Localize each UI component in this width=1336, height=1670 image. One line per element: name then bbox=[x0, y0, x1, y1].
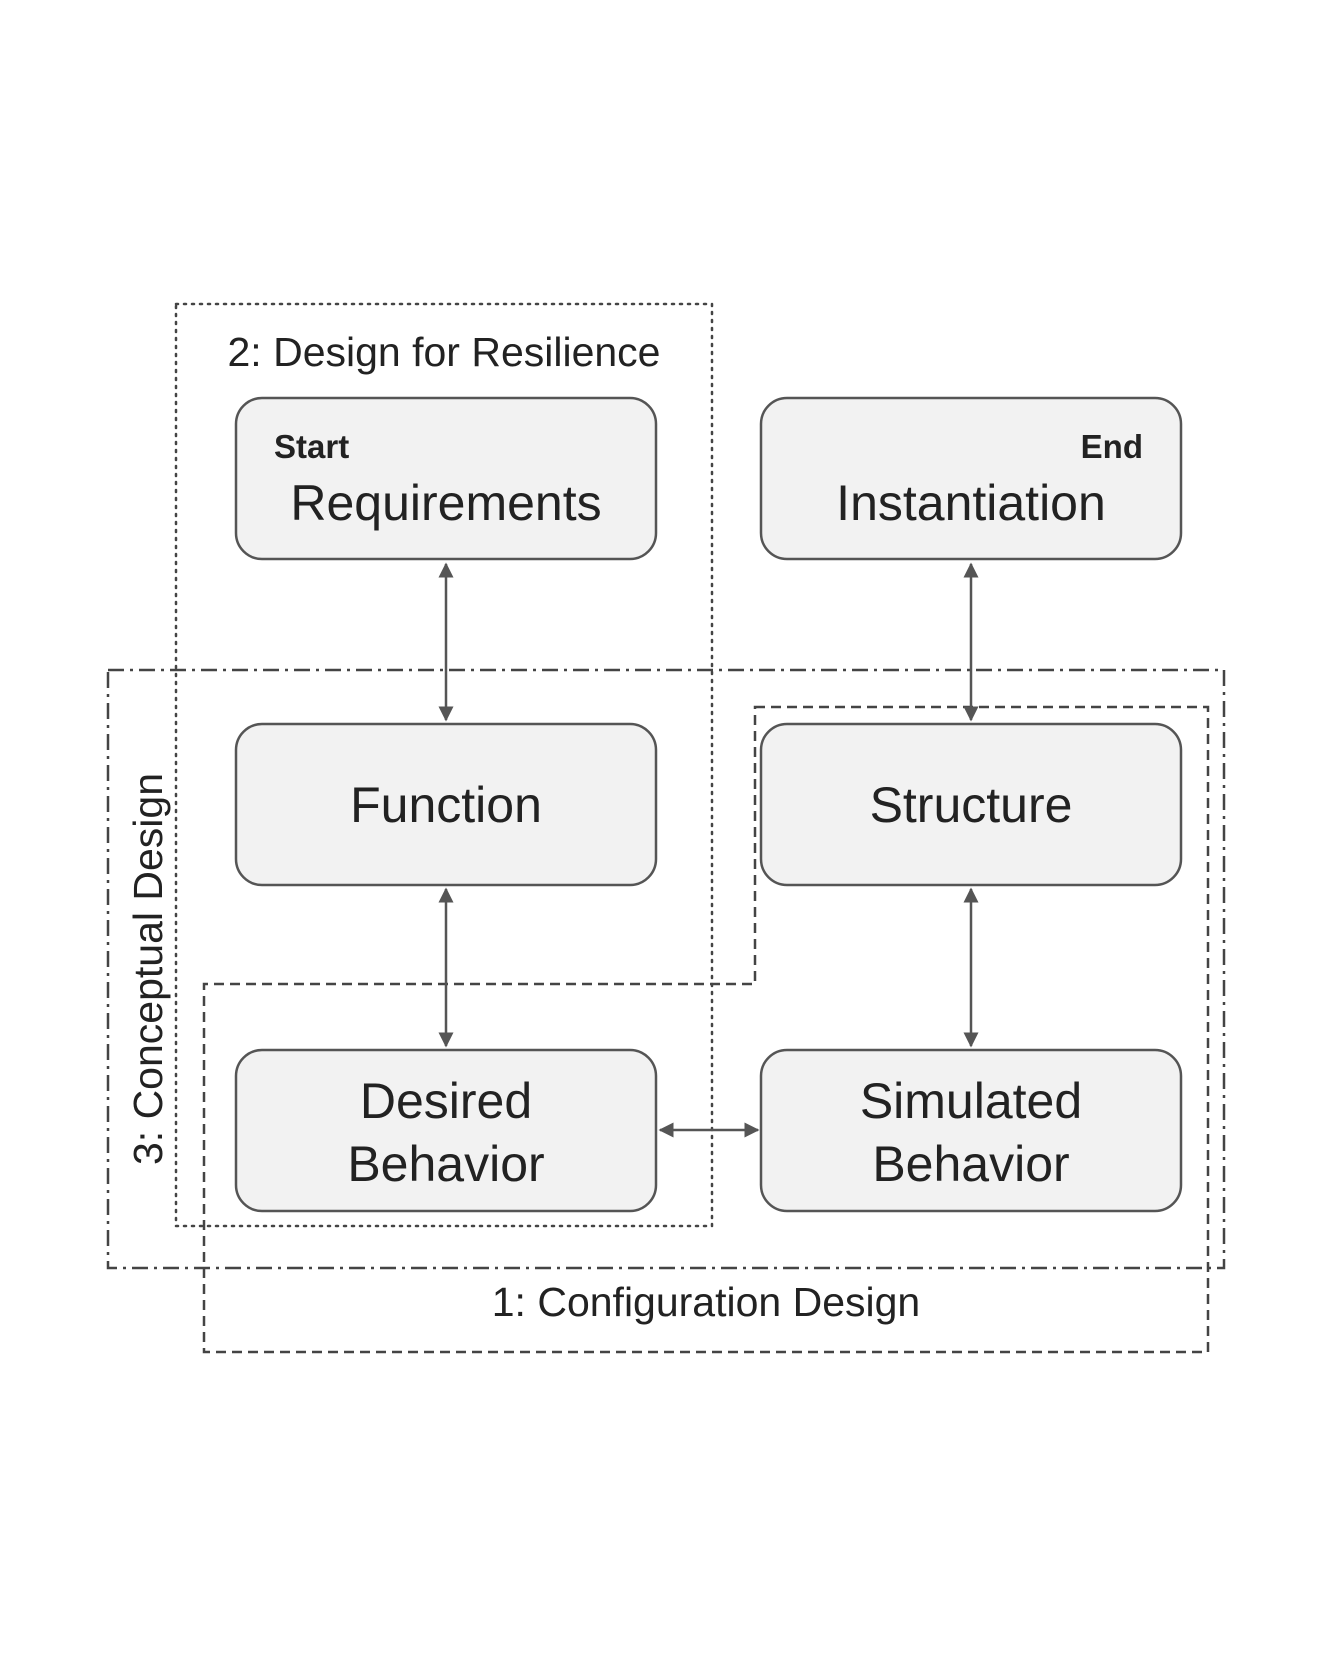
start-tag: Start bbox=[274, 428, 349, 465]
simulated-behavior-label-line1: Simulated bbox=[860, 1073, 1082, 1129]
configuration-design-label: 1: Configuration Design bbox=[492, 1279, 920, 1325]
design-for-resilience-region bbox=[174, 302, 714, 1228]
requirements-label: Requirements bbox=[290, 475, 601, 531]
conceptual-design-label: 3: Conceptual Design bbox=[125, 773, 171, 1165]
node-simulated-behavior: Simulated Behavior bbox=[759, 1048, 1183, 1213]
conceptual-design-region bbox=[106, 668, 1226, 1270]
node-desired-behavior: Desired Behavior bbox=[234, 1048, 658, 1213]
function-label: Function bbox=[350, 777, 542, 833]
node-requirements: Start Requirements bbox=[234, 396, 658, 561]
desired-behavior-label-line2: Behavior bbox=[347, 1136, 544, 1192]
instantiation-label: Instantiation bbox=[836, 475, 1106, 531]
desired-behavior-label-line1: Desired bbox=[360, 1073, 532, 1129]
structure-label: Structure bbox=[870, 777, 1073, 833]
configuration-design-region bbox=[202, 705, 1210, 1354]
node-instantiation: End Instantiation bbox=[759, 396, 1183, 561]
design-for-resilience-label: 2: Design for Resilience bbox=[228, 329, 661, 375]
node-function: Function bbox=[234, 722, 658, 887]
simulated-behavior-label-line2: Behavior bbox=[872, 1136, 1069, 1192]
end-tag: End bbox=[1081, 428, 1143, 465]
node-structure: Structure bbox=[759, 722, 1183, 887]
